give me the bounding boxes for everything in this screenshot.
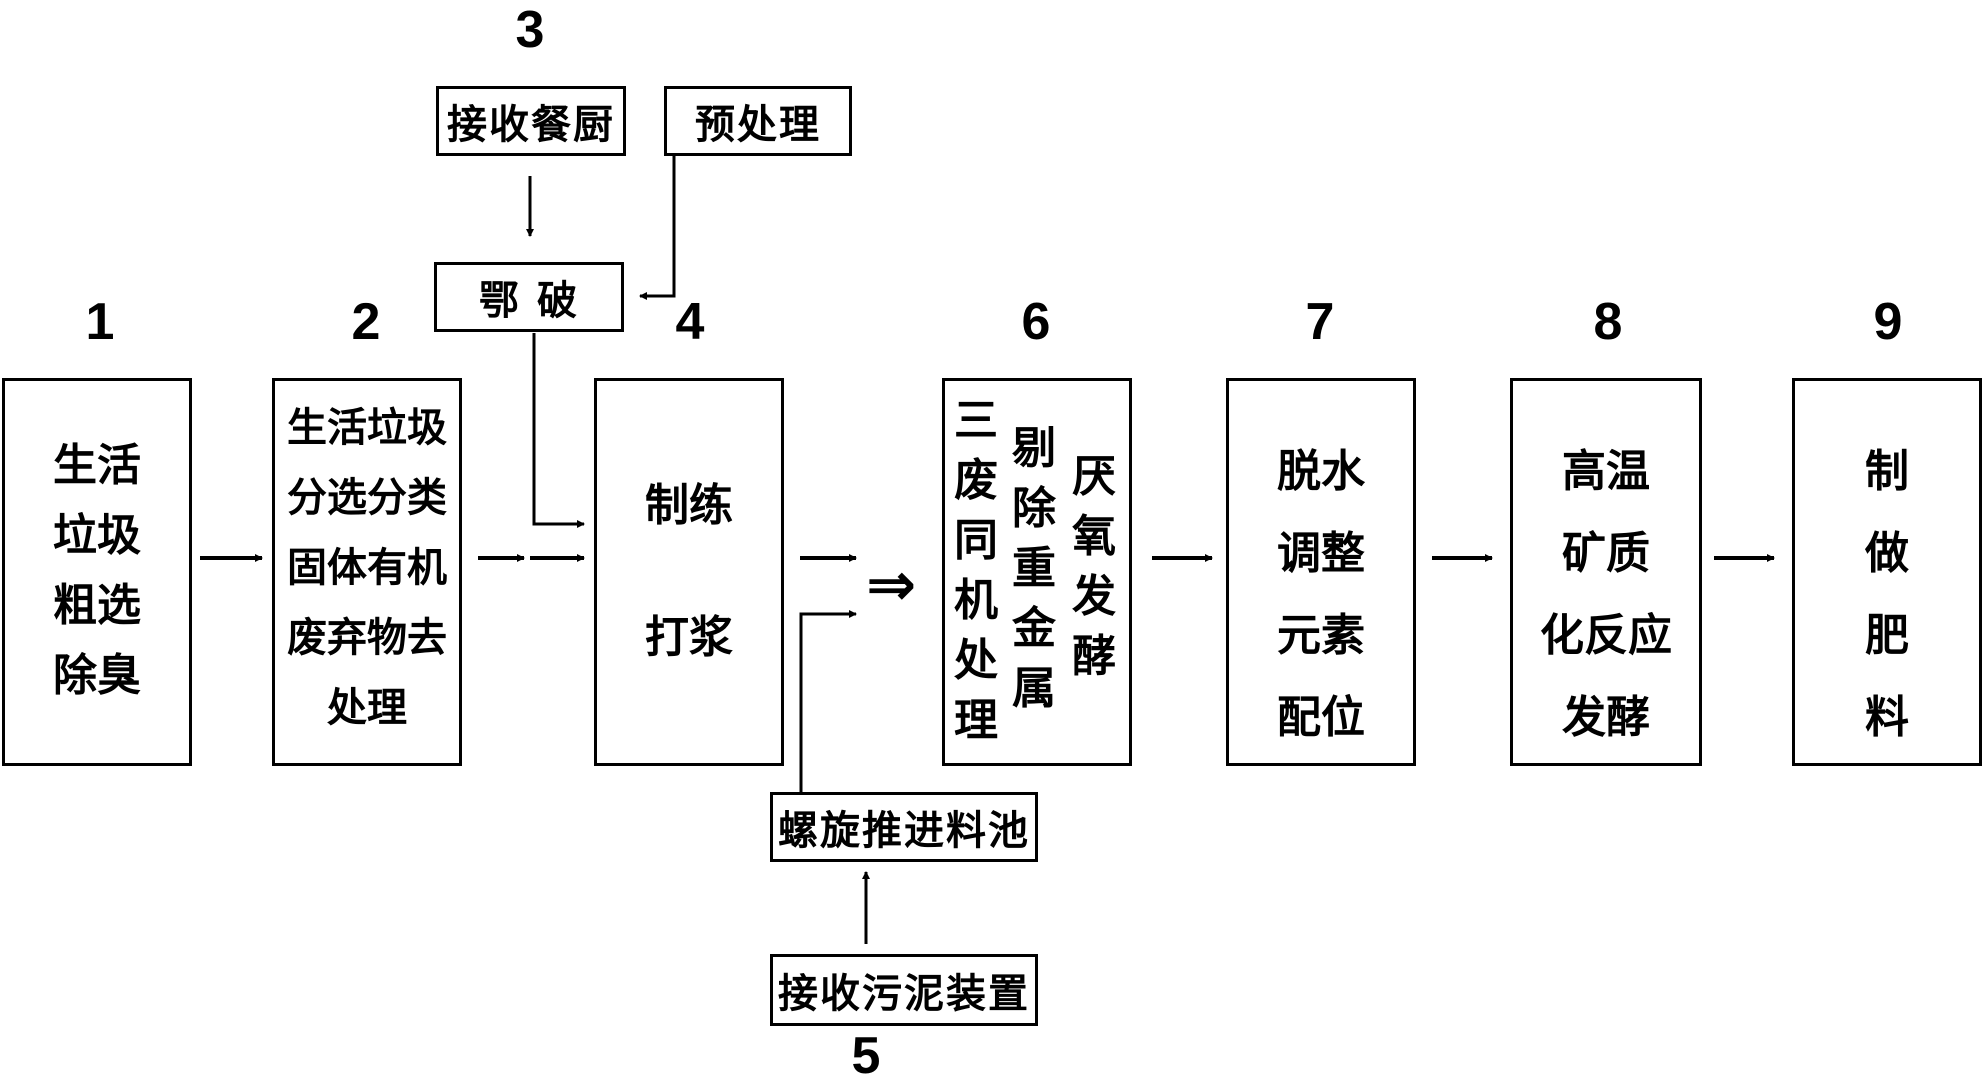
step-1-box: 生活 垃圾 粗选 除臭 [2,378,192,766]
receive-kitchen-box: 接收餐厨 [436,86,626,156]
step-number-4: 4 [675,293,705,351]
step-9-box: 制 做 肥 料 [1792,378,1982,766]
step-number-8: 8 [1593,293,1623,351]
step-2-label: 生活垃圾 分选分类 固体有机 废弃物去 处理 [287,405,447,731]
step-8-box: 高温 矿质 化反应 发酵 [1510,378,1702,766]
merge-symbol: ⇒ [866,550,917,620]
step-number-2: 2 [351,293,381,351]
step-4-label-bottom: 打浆 [645,612,733,663]
screw-pool-box: 螺旋推进料池 [770,792,1038,862]
step-2-box: 生活垃圾 分选分类 固体有机 废弃物去 处理 [272,378,462,766]
step-4-label-top: 制练 [645,480,733,531]
receive-sludge-box: 接收污泥装置 [770,954,1038,1026]
step-1-label: 生活 垃圾 粗选 除臭 [53,440,141,701]
arrow-pretreat-crush [639,154,676,300]
step-number-3: 3 [515,1,545,59]
step-7-box: 脱水 调整 元素 配位 [1226,378,1416,766]
step-6-col-2: 剔 除 重 金 属 [1012,423,1056,714]
step-9-label: 制 做 肥 料 [1865,446,1909,743]
step-number-7: 7 [1305,293,1335,351]
step-7-label: 脱水 调整 元素 配位 [1277,446,1365,743]
step-number-6: 6 [1021,293,1051,351]
step-6-col-3: 厌 氧 发 酵 [1072,451,1116,682]
arrow-crush-4 [532,333,585,528]
step-number-1: 1 [85,293,115,351]
arrow-screw-merge [799,610,857,800]
step-8-label: 高温 矿质 化反应 发酵 [1540,446,1672,743]
step-number-5: 5 [851,1027,881,1085]
step-6-col-1: 三 废 同 机 处 理 [954,395,998,746]
pretreatment-box: 预处理 [664,86,852,156]
step-number-9: 9 [1873,293,1903,351]
crushing-box: 鄂 破 [434,262,624,332]
step-6-box: 三 废 同 机 处 理 剔 除 重 金 属 厌 氧 发 酵 [942,378,1132,766]
step-4-box: 制练 打浆 [594,378,784,766]
